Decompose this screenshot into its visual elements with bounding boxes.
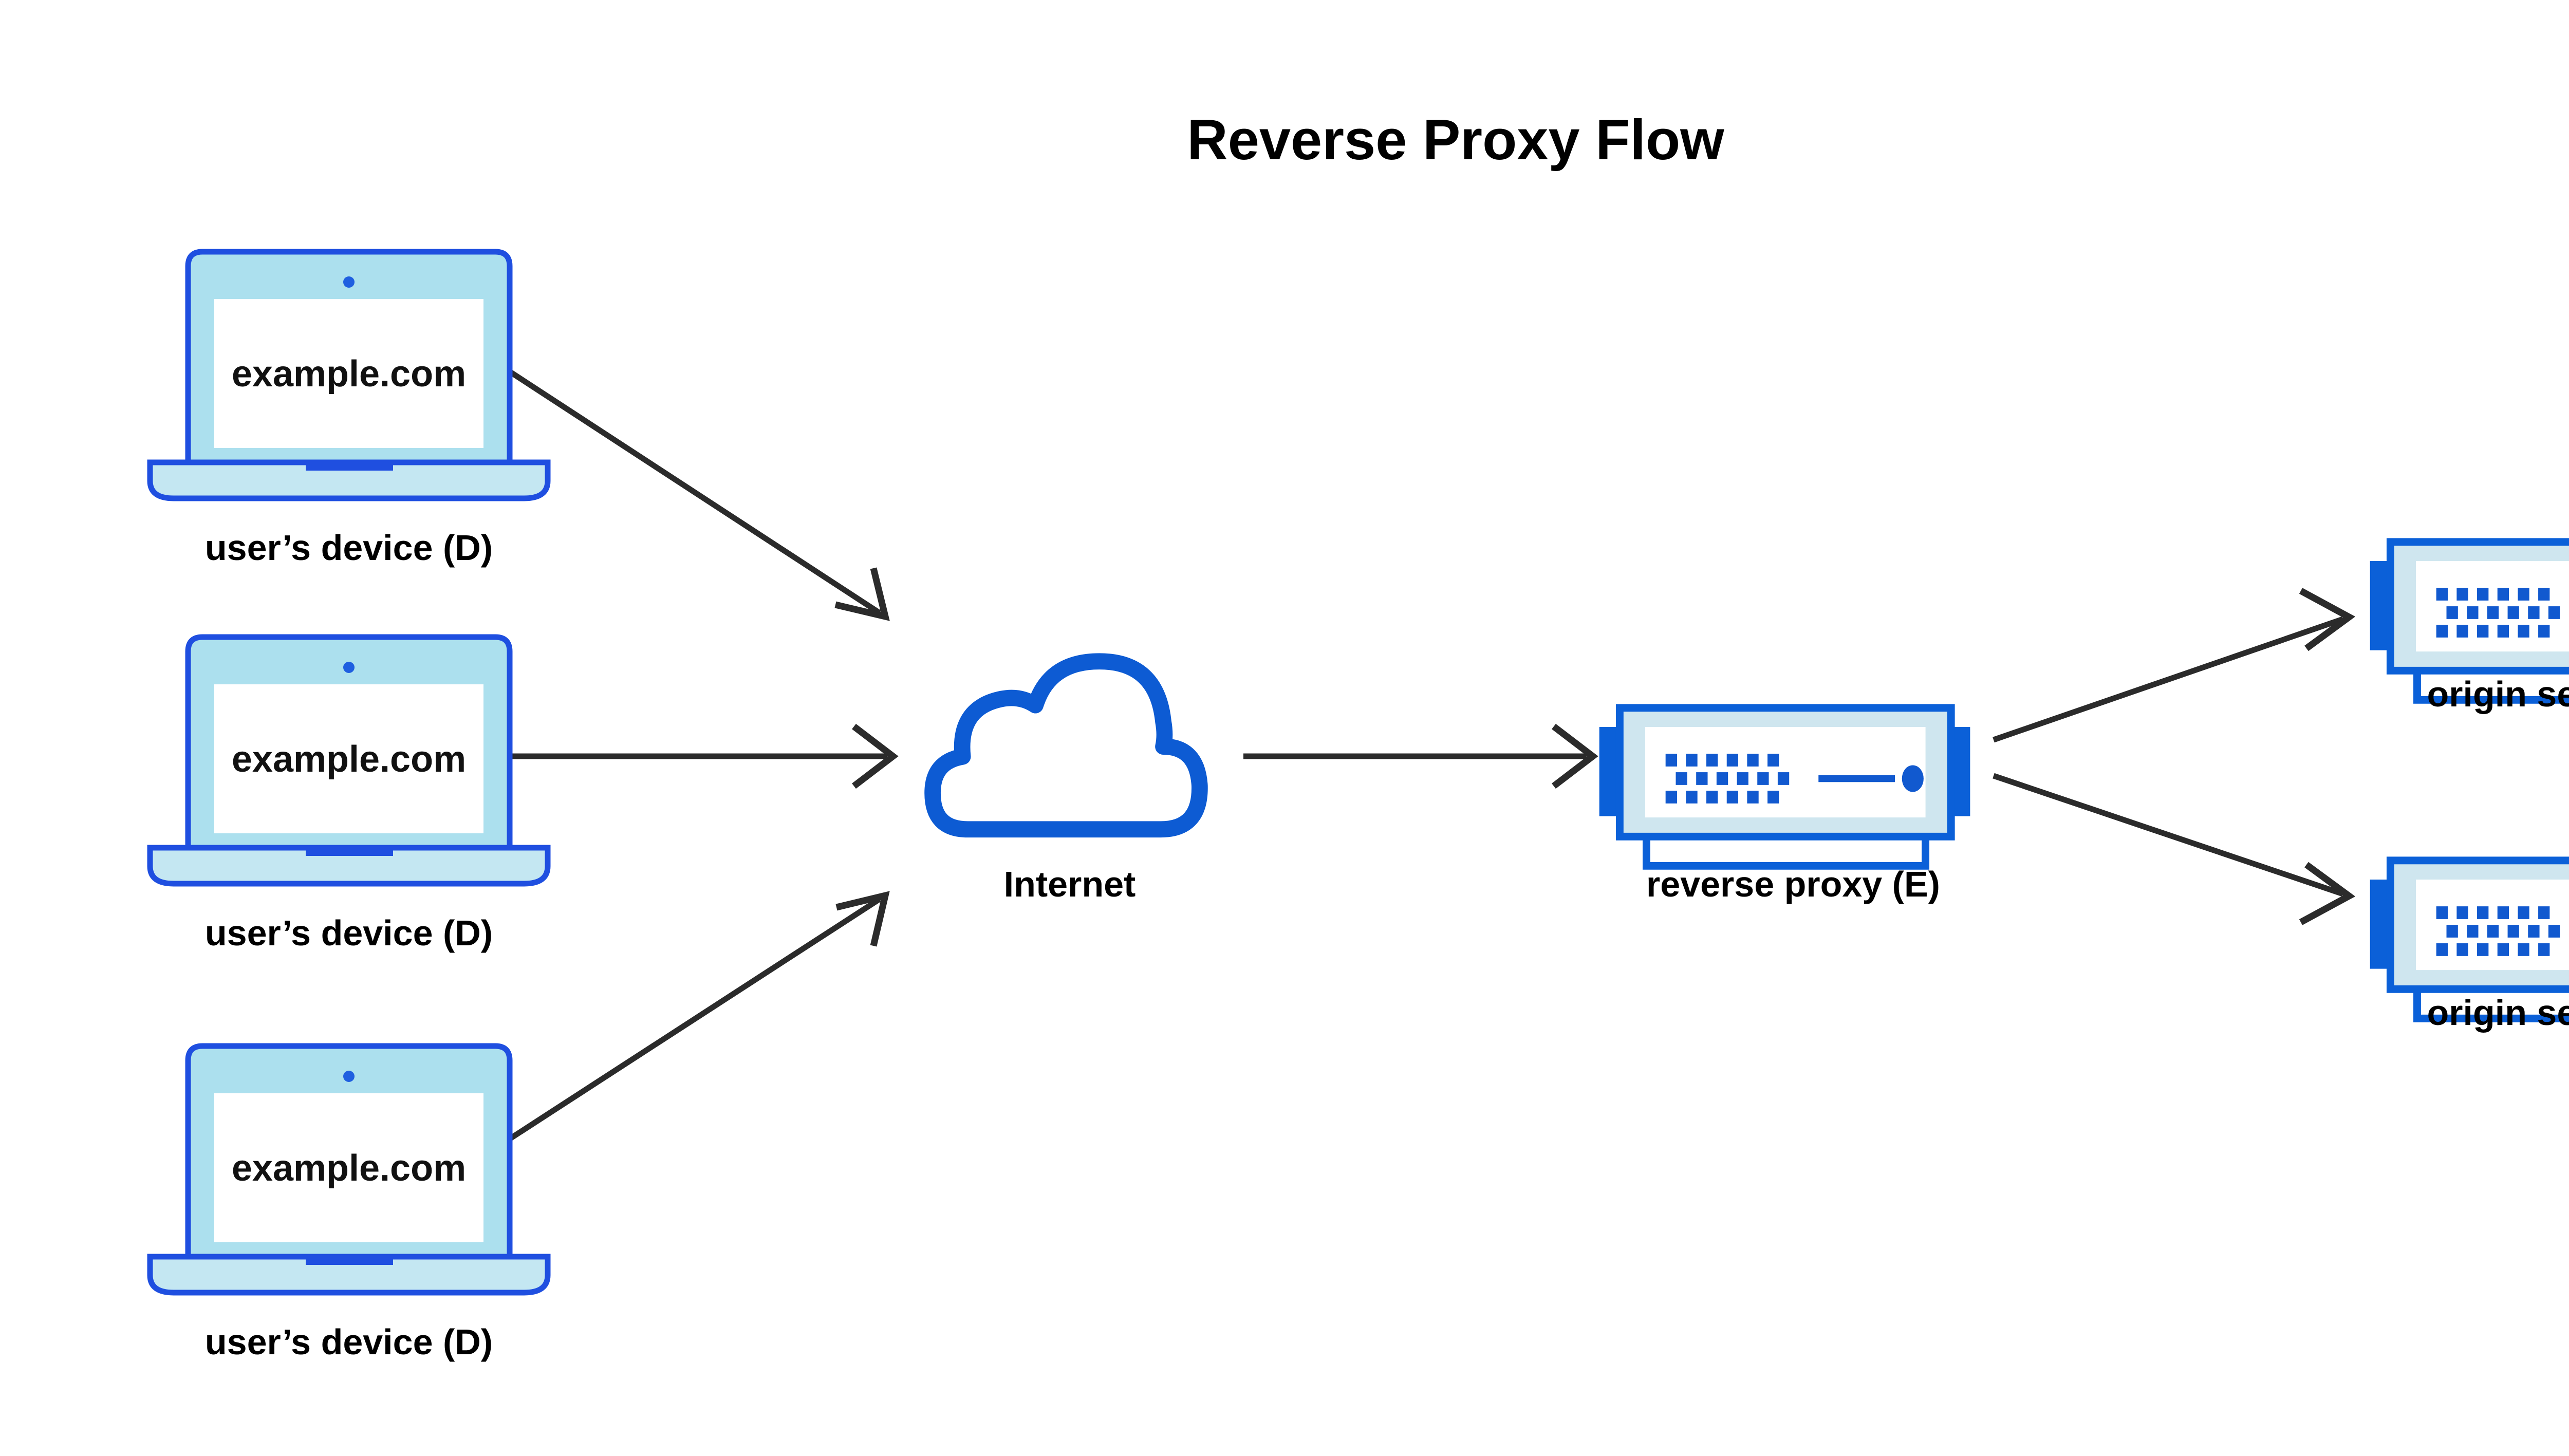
client-screen-text: example.com: [232, 1148, 466, 1189]
node-internet[interactable]: Internet: [933, 661, 1200, 904]
reverse-proxy-label: reverse proxy (E): [1646, 864, 1940, 904]
edge-client2-internet: [509, 723, 899, 789]
edge-proxy-origin1: [1993, 588, 2356, 743]
client-label: user’s device (D): [205, 528, 493, 568]
edge-internet-proxy: [1243, 723, 1598, 789]
internet-label: Internet: [1004, 864, 1136, 904]
server-icon: [1599, 708, 1970, 866]
edge-client3-internet: [507, 891, 890, 1142]
edge-client1-internet: [507, 368, 890, 621]
node-origin-2[interactable]: origin server (F): [2370, 861, 2569, 1033]
node-reverse-proxy[interactable]: reverse proxy (E): [1599, 708, 1970, 904]
client-label: user’s device (D): [205, 913, 493, 953]
cloud-icon: [933, 661, 1200, 829]
node-client-1[interactable]: example.com user’s device (D): [150, 252, 548, 568]
page-title: Reverse Proxy Flow: [1187, 108, 1724, 172]
node-client-3[interactable]: example.com user’s device (D): [150, 1046, 548, 1362]
edge-proxy-origin2: [1993, 773, 2356, 925]
node-origin-1[interactable]: origin server (F): [2370, 542, 2569, 714]
client-screen-text: example.com: [232, 739, 466, 780]
origin-server-label: origin server (F): [2427, 674, 2569, 714]
client-screen-text: example.com: [232, 353, 466, 395]
edge-layer: [507, 368, 2356, 1142]
client-label: user’s device (D): [205, 1322, 493, 1362]
node-client-2[interactable]: example.com user’s device (D): [150, 637, 548, 953]
origin-server-label: origin server (F): [2427, 993, 2569, 1033]
